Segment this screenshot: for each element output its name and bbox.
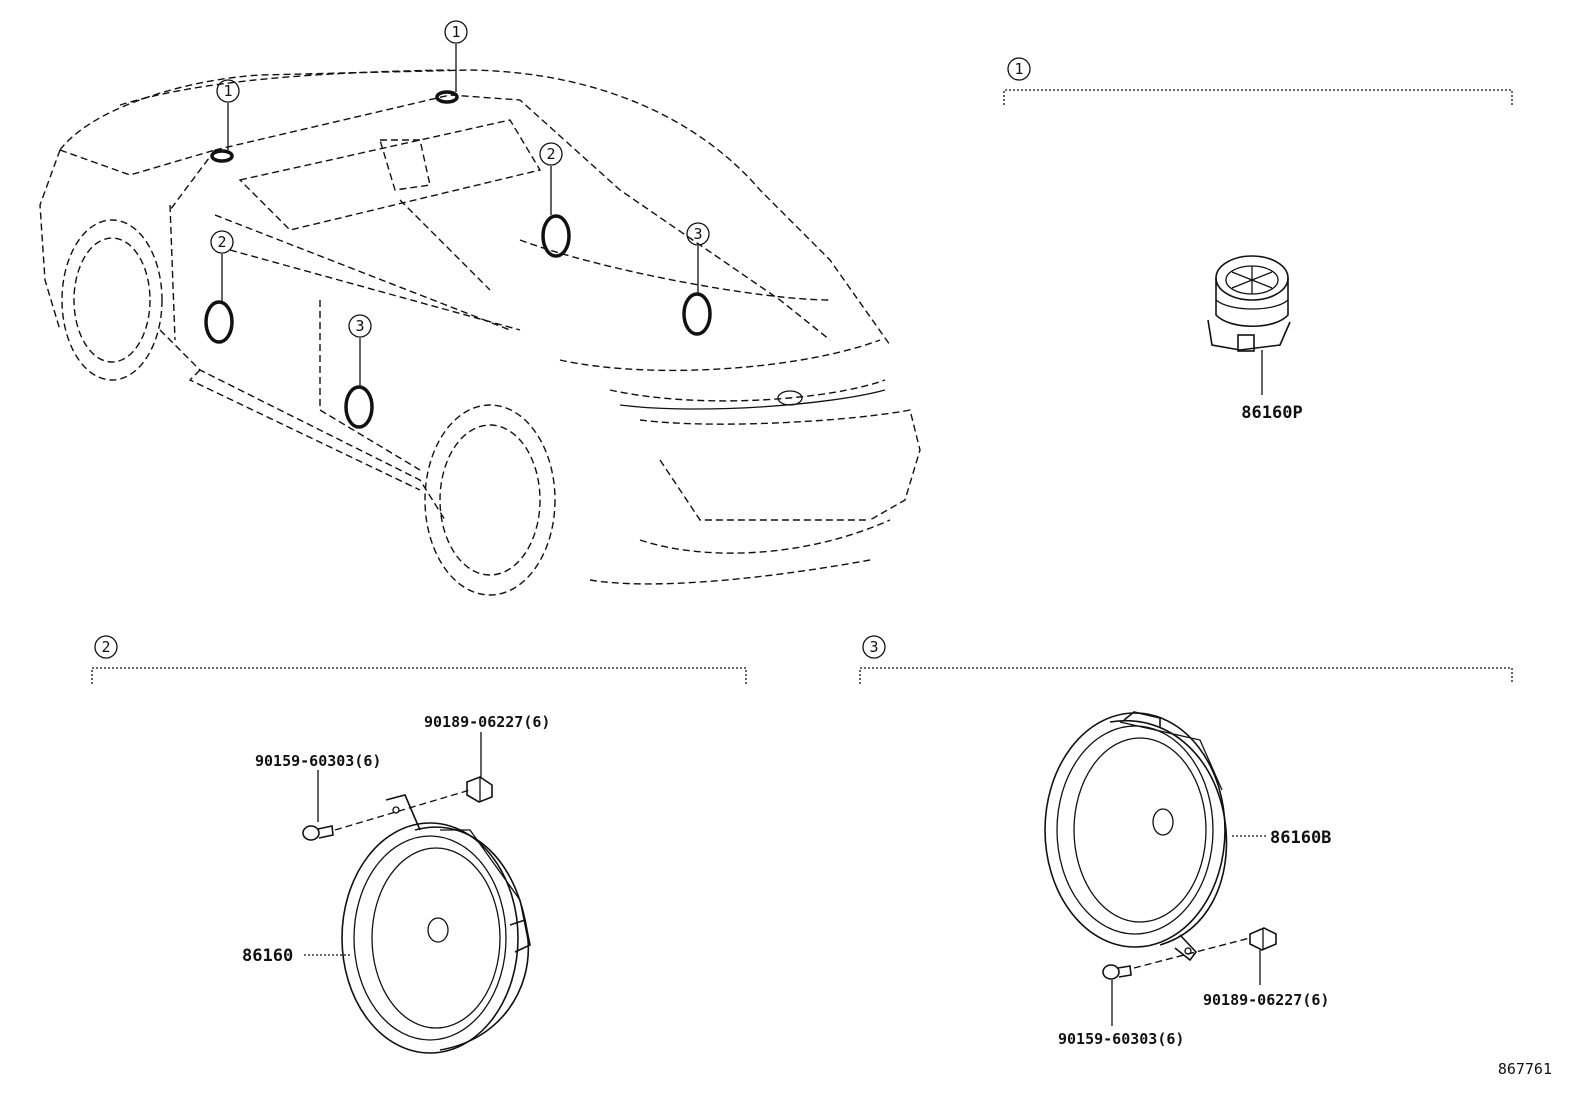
svg-text:1: 1: [1014, 60, 1023, 78]
callout-3-a: 3: [348, 314, 372, 338]
front-tweeter-location: [210, 149, 234, 163]
svg-text:3: 3: [693, 225, 702, 243]
svg-text:3: 3: [355, 317, 364, 335]
tweeter-icon: [1207, 255, 1291, 395]
car-callout-leaders: [221, 44, 699, 386]
front-door-speaker-location: [204, 300, 234, 344]
svg-text:1: 1: [223, 82, 232, 100]
front-door-speaker-icon: [341, 794, 531, 1054]
front-door-speaker-location-right: [541, 214, 571, 258]
svg-text:1: 1: [451, 23, 460, 41]
clip-nut-icon: [466, 776, 493, 803]
reference-number: 867761: [1498, 1060, 1552, 1078]
svg-text:2: 2: [217, 233, 226, 251]
front-tweeter-location-right: [435, 90, 459, 104]
part-90159-label-rear: 90159-60303(6): [1058, 1030, 1184, 1048]
svg-text:3: 3: [869, 638, 878, 656]
svg-text:2: 2: [546, 145, 555, 163]
part-90159-label-front: 90159-60303(6): [255, 752, 381, 770]
part-86160P-label: 86160P: [1241, 403, 1302, 423]
callout-2-b: 2: [539, 142, 563, 166]
callout-2-a: 2: [210, 230, 234, 254]
rear-door-speaker-location: [344, 385, 374, 429]
clip-nut-icon-rear: [1249, 927, 1277, 951]
section-2-header: 2: [91, 635, 747, 684]
svg-text:2: 2: [101, 638, 110, 656]
screw-icon-rear: [1102, 964, 1132, 980]
rear-door-speaker-icon: [1044, 711, 1228, 962]
car-outline-icon: [39, 69, 921, 596]
callout-3-b: 3: [686, 222, 710, 246]
section-1-header: 1: [1003, 57, 1513, 105]
screw-icon: [302, 825, 334, 841]
speaker-locations: [204, 90, 712, 429]
section-3-header: 3: [859, 635, 1513, 684]
rear-door-speaker-location-right: [682, 292, 712, 336]
callout-1-a: 1: [216, 79, 240, 103]
callout-1-b: 1: [444, 20, 468, 44]
part-86160B-label: 86160B: [1270, 828, 1331, 848]
part-90189-label-front: 90189-06227(6): [424, 713, 550, 731]
part-90189-label-rear: 90189-06227(6): [1203, 991, 1329, 1009]
part-86160-label: 86160: [242, 946, 293, 966]
